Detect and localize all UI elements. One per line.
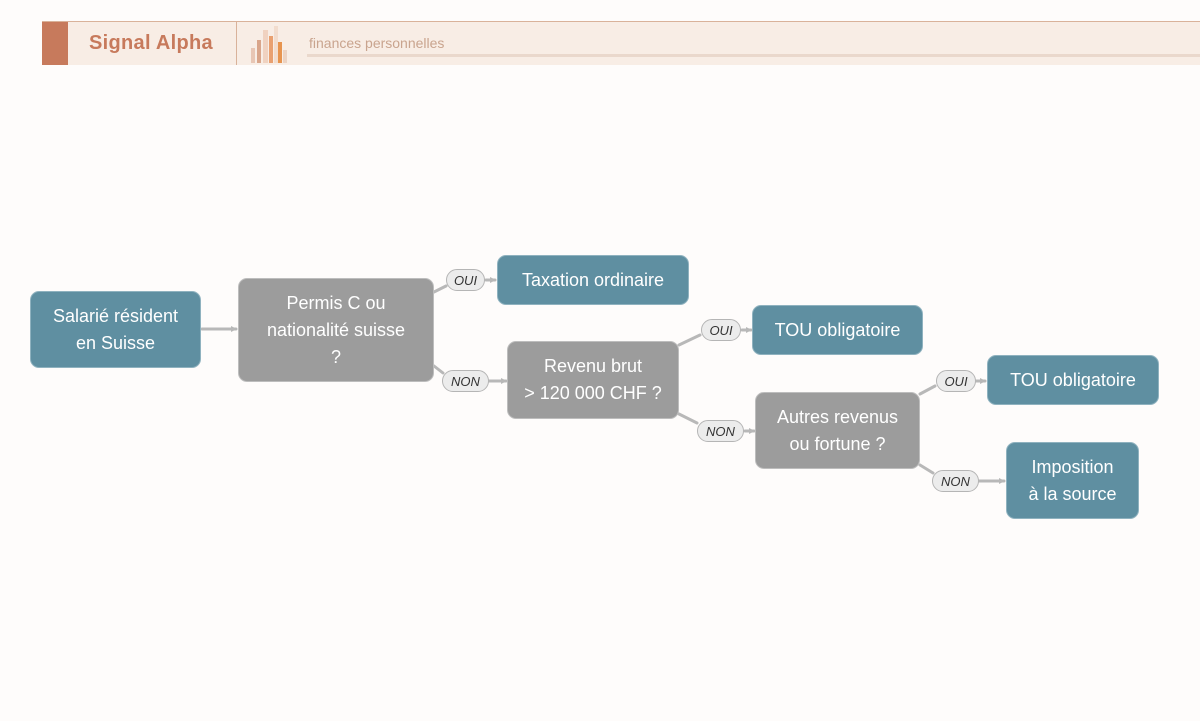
node-other-income-question: Autres revenus ou fortune ? [755, 392, 920, 469]
header-tagline: finances personnelles [309, 35, 445, 51]
header-accent-bar [42, 22, 68, 65]
node-start: Salarié résident en Suisse [30, 291, 201, 368]
edge-label-income-yes: OUI [701, 319, 741, 341]
edge-label-permit-no: NON [442, 370, 489, 392]
connector-income-yes [677, 333, 702, 347]
site-header: Signal Alpha finances personnelles [42, 21, 1200, 65]
header-separator [236, 22, 237, 65]
node-income-question: Revenu brut > 120 000 CHF ? [507, 341, 679, 419]
edge-label-income-no: NON [697, 420, 744, 442]
brand-name[interactable]: Signal Alpha [89, 32, 213, 54]
bar-chart-icon [251, 26, 287, 63]
node-permit-question: Permis C ou nationalité suisse ? [238, 278, 434, 382]
node-tou-obligatoire-2: TOU obligatoire [987, 355, 1159, 405]
connector-permit-yes [432, 284, 448, 294]
header-underline [307, 54, 1200, 57]
edge-label-other-yes: OUI [936, 370, 976, 392]
node-taxation-ordinaire: Taxation ordinaire [497, 255, 689, 305]
edge-label-other-no: NON [932, 470, 979, 492]
edge-label-permit-yes: OUI [446, 269, 485, 291]
node-imposition-source: Imposition à la source [1006, 442, 1139, 519]
connector-other-yes [918, 384, 937, 396]
connector-other-no [918, 463, 935, 475]
connector-income-no [677, 412, 699, 425]
node-tou-obligatoire-1: TOU obligatoire [752, 305, 923, 355]
connector-permit-no [432, 364, 445, 375]
